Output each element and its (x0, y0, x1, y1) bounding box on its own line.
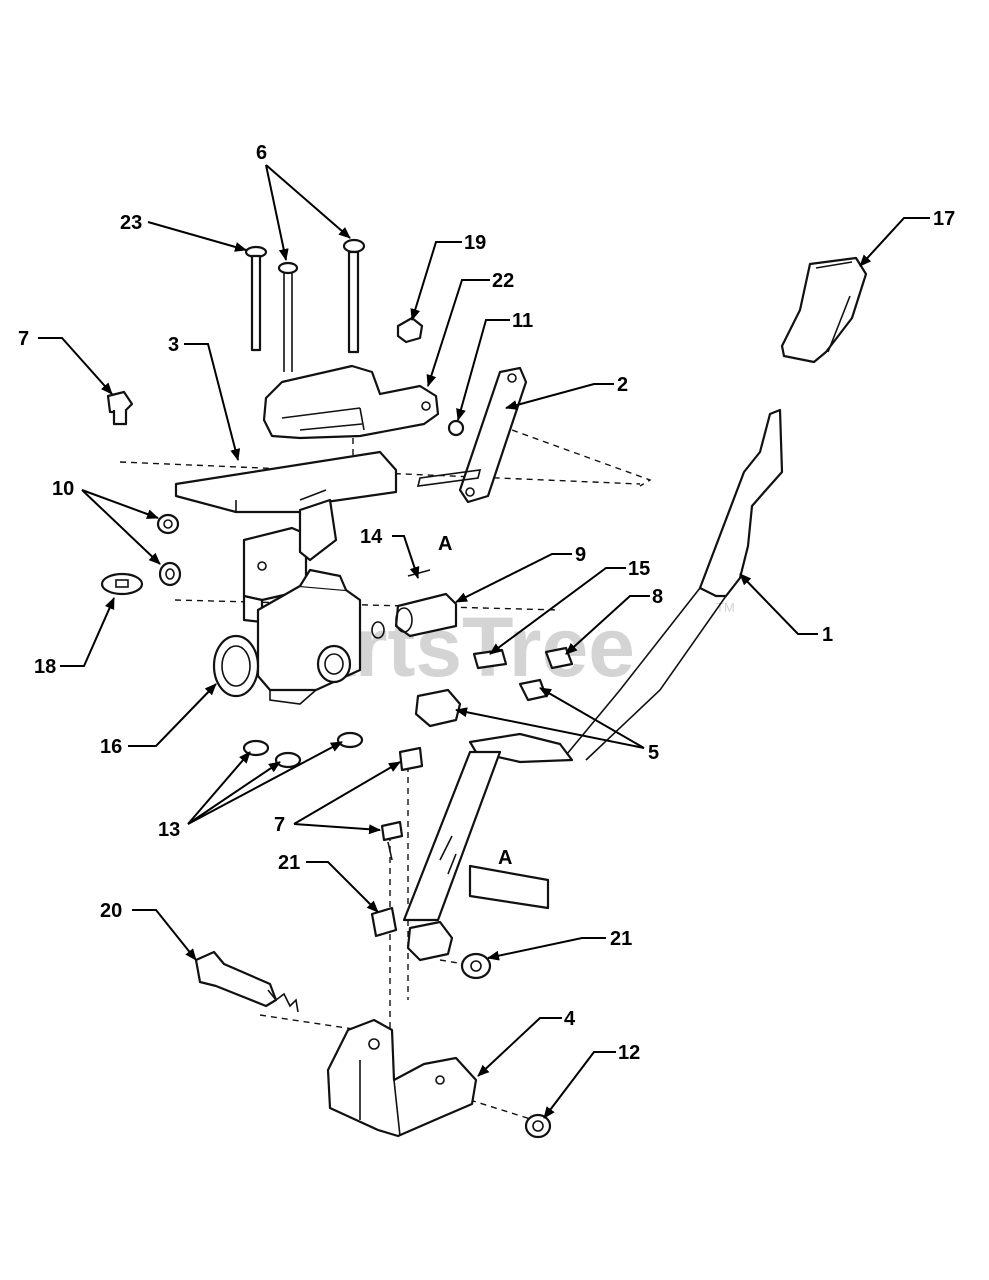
leader-lines (38, 164, 930, 1119)
callout-7-lower: 7 (274, 814, 285, 836)
callout-17: 17 (933, 208, 955, 230)
main-bracket (242, 498, 338, 624)
callout-23: 23 (120, 212, 142, 234)
part-12-nut (524, 1113, 552, 1139)
callout-15: 15 (628, 558, 650, 580)
callout-5: 5 (648, 742, 659, 764)
part-19-bushing (396, 316, 424, 344)
callout-11: 11 (512, 310, 533, 332)
callout-21-left: 21 (278, 852, 300, 874)
callout-20: 20 (100, 900, 122, 922)
callout-7-top: 7 (18, 328, 29, 350)
part-14-pin (407, 569, 431, 577)
part-21-bushings (370, 906, 492, 980)
part-22-bracket (262, 364, 440, 440)
part-9-bushing (371, 592, 458, 639)
callout-12: 12 (618, 1042, 640, 1064)
part-17-grip (780, 256, 868, 364)
callout-10: 10 (52, 478, 74, 500)
part-10-bushings (156, 513, 182, 587)
callout-8: 8 (652, 586, 663, 608)
callout-21-right: 21 (610, 928, 632, 950)
callout-9: 9 (575, 544, 586, 566)
part-2-link-arm (416, 366, 528, 504)
part-23-bolt (244, 245, 268, 352)
part-7-bolt-top (106, 390, 134, 426)
part-6-pins (277, 238, 366, 372)
callout-4: 4 (564, 1008, 576, 1030)
callout-6: 6 (256, 142, 267, 164)
callout-19: 19 (464, 232, 486, 254)
part-7-bolts-lower (380, 746, 424, 861)
part-15-spacer (472, 648, 508, 670)
part-11-nut (447, 419, 465, 437)
callout-18: 18 (34, 656, 56, 678)
reference-mark-a-top: A (438, 533, 452, 555)
part-18-washer (100, 572, 144, 596)
callouts: 6 23 19 22 11 2 17 7 3 10 14 9 15 8 1 18… (18, 142, 955, 1064)
callout-1: 1 (822, 624, 833, 646)
part-3-top-plate (174, 450, 398, 514)
callout-3: 3 (168, 334, 179, 356)
part-16-valve-body (212, 568, 362, 705)
lower-lever-arm (402, 732, 574, 922)
callout-16: 16 (100, 736, 122, 758)
callout-2: 2 (617, 374, 628, 396)
part-4-base-bracket (326, 1018, 478, 1138)
part-20-spring-bolt (194, 950, 299, 1013)
callout-14: 14 (360, 526, 383, 548)
part-1-lever (561, 408, 784, 761)
callout-13: 13 (158, 819, 180, 841)
callout-22: 22 (492, 270, 514, 292)
reference-mark-a-bottom: A (498, 847, 512, 869)
